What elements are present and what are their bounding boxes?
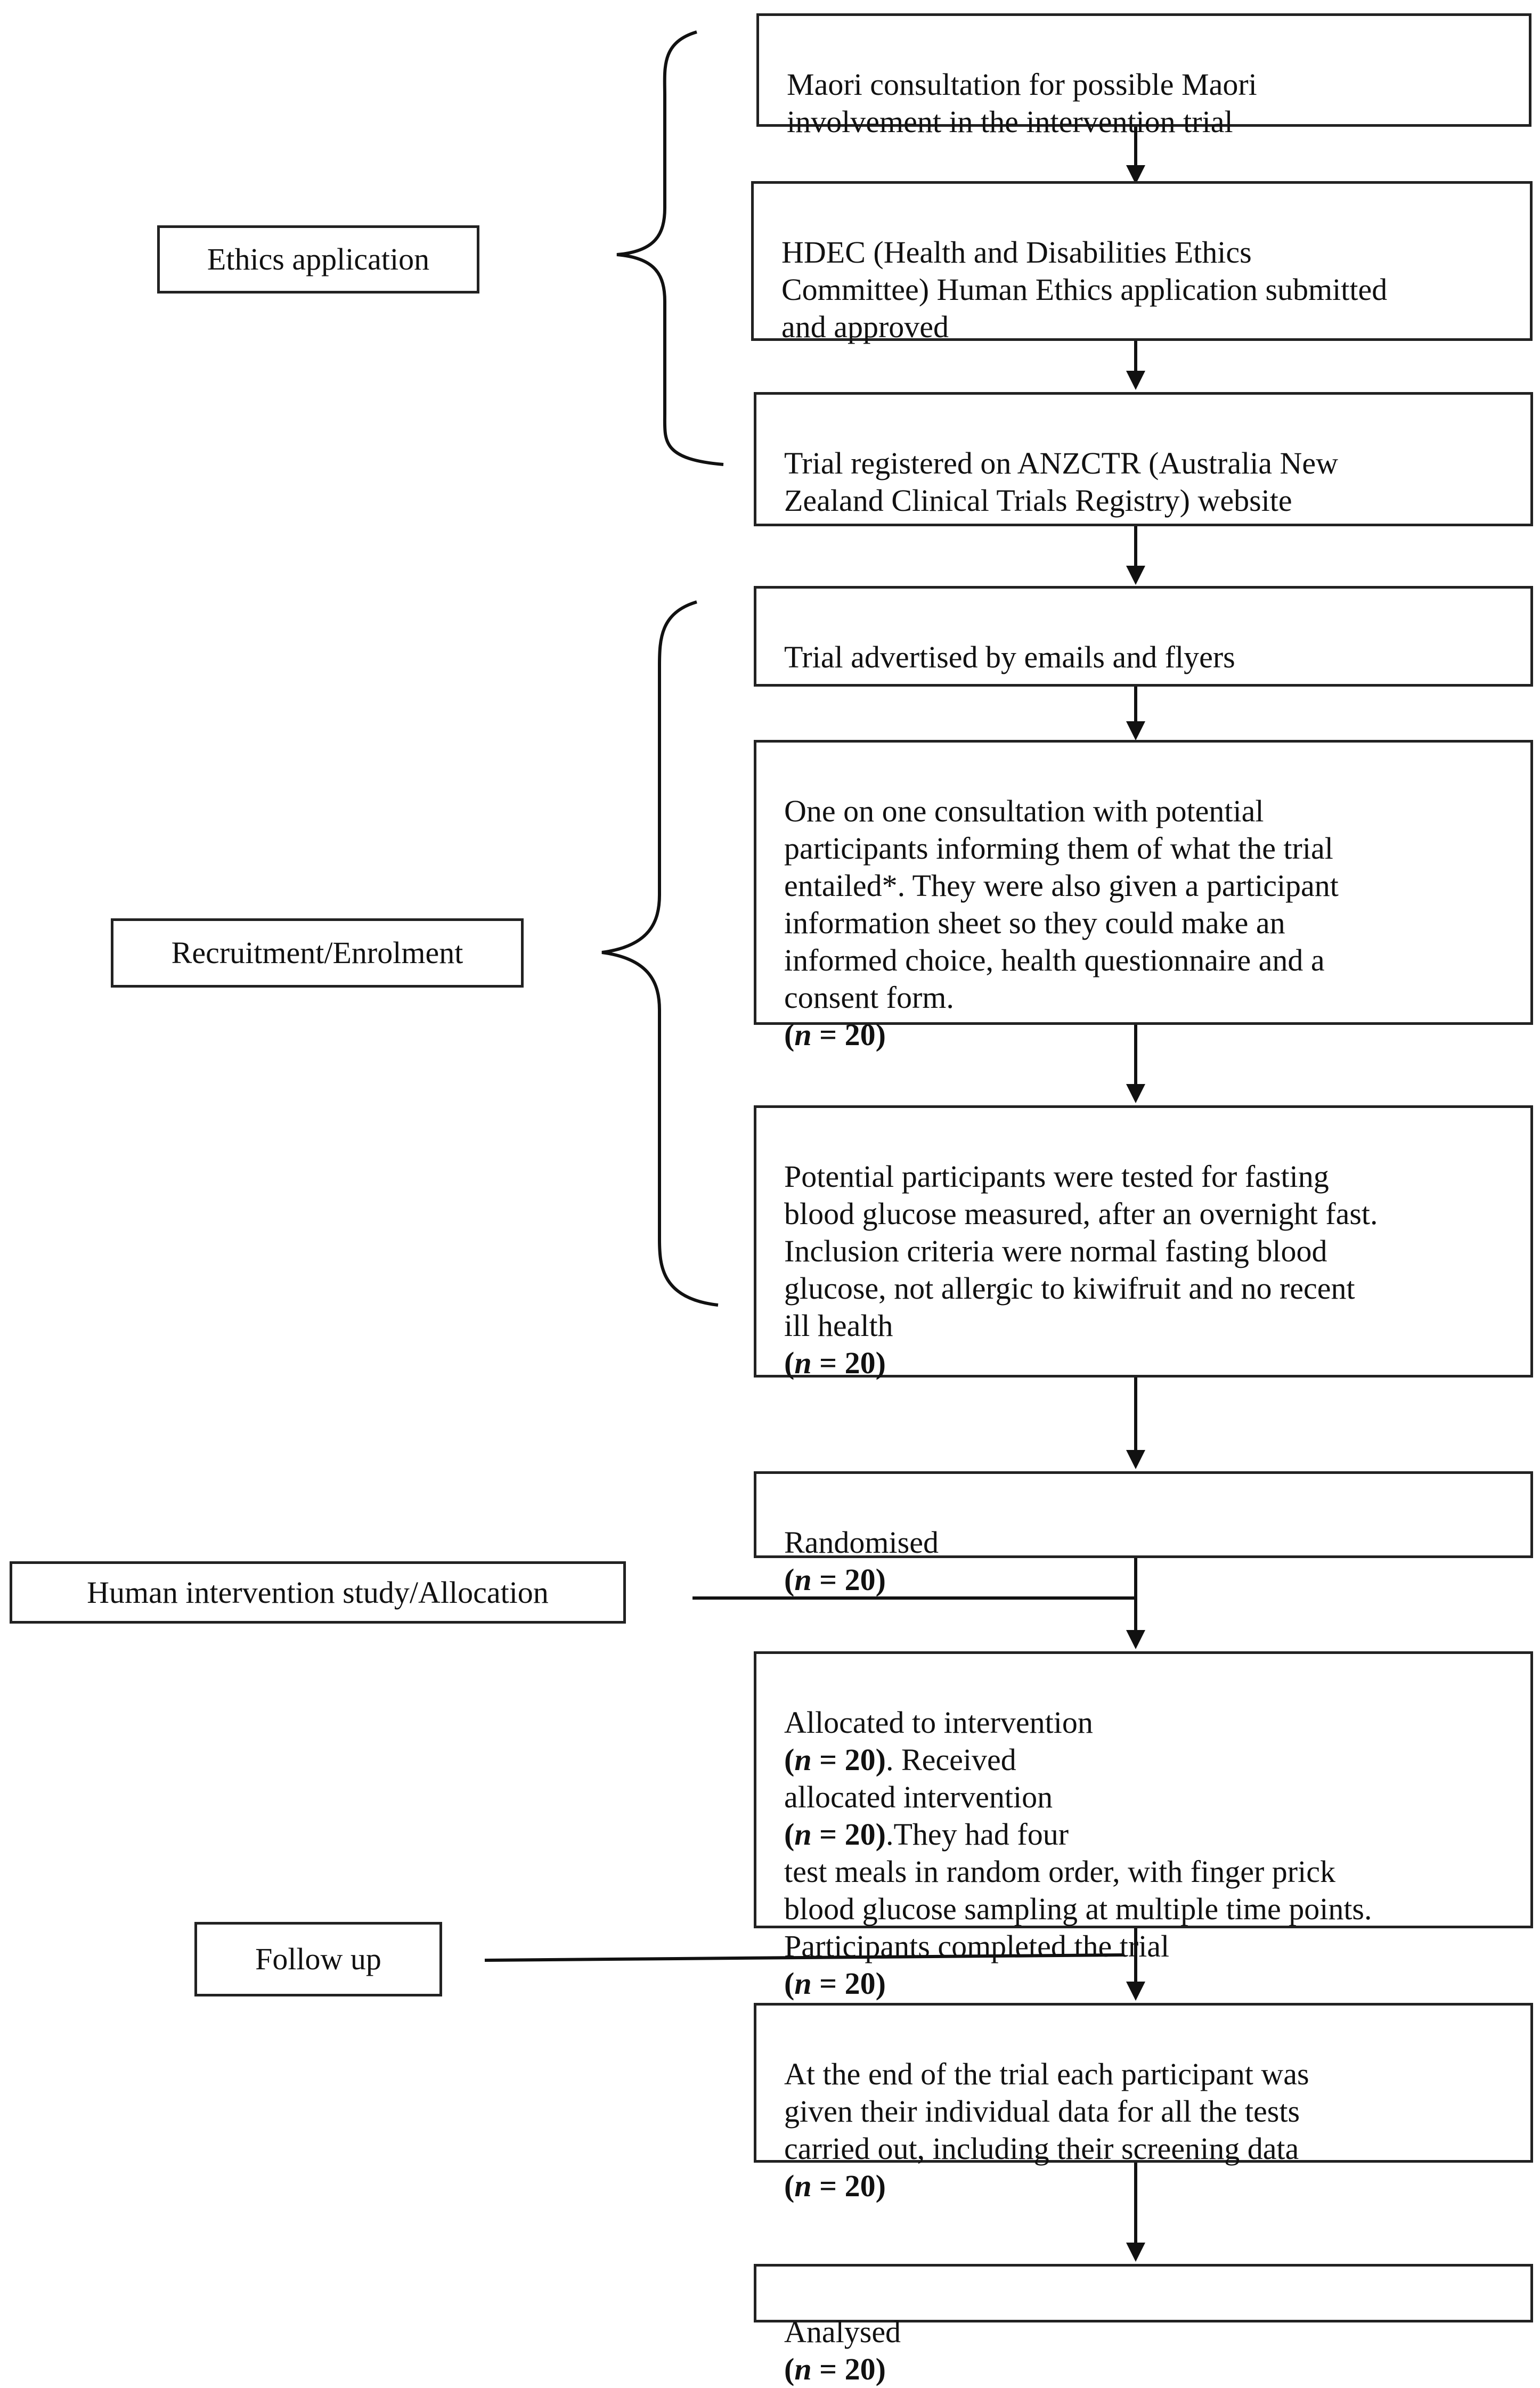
step-trial-advertised-text: Trial advertised by emails and flyers (784, 640, 1235, 674)
ethics-application-label: Ethics application (157, 225, 479, 294)
step-maori-consultation: Maori consultation for possible Maori in… (756, 13, 1531, 139)
step-trial-advertised: Trial advertised by emails and flyers (754, 586, 1533, 687)
step-allocated-text-a: Allocated to intervention (784, 1705, 1093, 1740)
step-end-of-trial-data-text: At the end of the trial each participant… (784, 2057, 1309, 2166)
connector-layer (484, 30, 1145, 2262)
ethics-brace (616, 30, 724, 466)
step-randomised-count: (n = 20) (784, 1562, 886, 1597)
recruitment-enrolment-label: Recruitment/Enrolment (111, 918, 524, 988)
step-hdec-approval: HDEC (Health and Disabilities Ethics Com… (751, 181, 1533, 344)
recruitment-brace (601, 600, 719, 1307)
step-anzctr-registration-text: Trial registered on ANZCTR (Australia Ne… (784, 446, 1339, 518)
step-one-on-one-consultation: One on one consultation with potential p… (754, 740, 1533, 1052)
step-allocated-text-b: . Received allocated intervention (784, 1742, 1053, 1814)
step-end-of-trial-data: At the end of the trial each participant… (754, 2003, 1533, 2203)
allocation-label: Human intervention study/Allocation (10, 1561, 626, 1624)
follow-up-label: Follow up (194, 1922, 442, 1996)
step-analysed-count: (n = 20) (784, 2352, 886, 2386)
ethics-application-text: Ethics application (207, 242, 430, 276)
step-fasting-glucose-screening-count: (n = 20) (784, 1346, 886, 1380)
step-anzctr-registration: Trial registered on ANZCTR (Australia Ne… (754, 392, 1533, 526)
step-allocated-to-intervention: Allocated to intervention (n = 20). Rece… (754, 1651, 1533, 2001)
step-allocated-count-c: (n = 20) (784, 1966, 886, 2001)
step-allocated-count-b: (n = 20) (784, 1817, 886, 1852)
step-hdec-approval-text: HDEC (Health and Disabilities Ethics Com… (781, 235, 1388, 344)
follow-up-text: Follow up (255, 1942, 381, 1976)
step-fasting-glucose-screening: Potential participants were tested for f… (754, 1105, 1533, 1380)
step-allocated-count-a: (n = 20) (784, 1742, 886, 1777)
allocation-text: Human intervention study/Allocation (87, 1575, 549, 1610)
step-maori-consultation-text: Maori consultation for possible Maori in… (787, 67, 1257, 139)
step-fasting-glucose-screening-text: Potential participants were tested for f… (784, 1159, 1378, 1343)
step-randomised-text: Randomised (784, 1525, 939, 1560)
step-end-of-trial-data-count: (n = 20) (784, 2169, 886, 2203)
step-analysed-text: Analysed (784, 2314, 901, 2349)
recruitment-enrolment-text: Recruitment/Enrolment (171, 935, 463, 970)
step-allocated-text-c: .They had four test meals in random orde… (784, 1817, 1372, 1963)
step-one-on-one-consultation-text: One on one consultation with potential p… (784, 794, 1339, 1015)
step-one-on-one-consultation-count: (n = 20) (784, 1017, 886, 1052)
step-randomised: Randomised (n = 20) (754, 1471, 1533, 1597)
step-analysed: Analysed (n = 20) (754, 2264, 1533, 2386)
follow-up-connector (484, 1953, 1123, 1962)
